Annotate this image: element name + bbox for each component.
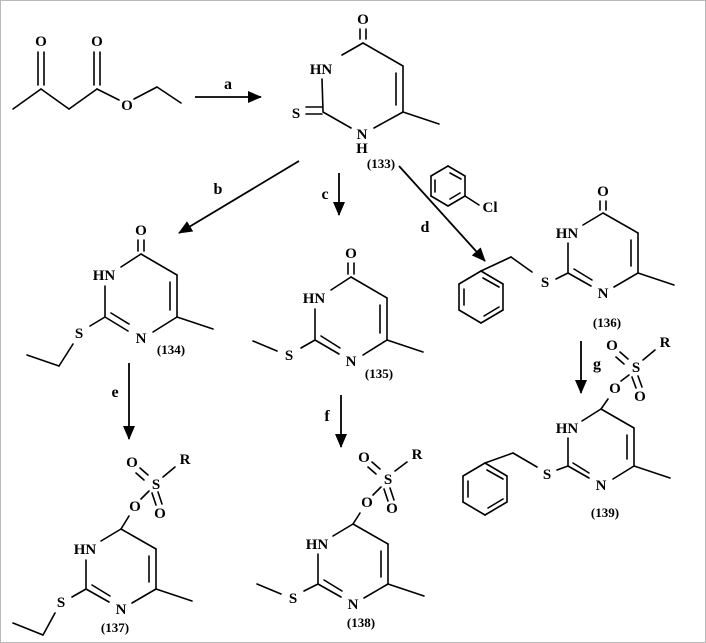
- atom-O: O: [154, 506, 166, 522]
- atom-O: O: [121, 98, 133, 114]
- atom-N: N: [357, 127, 368, 143]
- atom-O: O: [597, 184, 609, 200]
- atom-R: R: [660, 335, 671, 351]
- structure-136: O HN N S (136): [458, 184, 675, 330]
- atom-N: N: [116, 602, 127, 618]
- atom-S: S: [57, 595, 65, 611]
- atom-O: O: [135, 223, 147, 239]
- structure-134: O HN N S (134): [26, 223, 214, 367]
- atom-O: O: [126, 455, 138, 471]
- compound-label-135: (135): [365, 366, 393, 381]
- atom-HN: HN: [556, 226, 579, 242]
- step-label-a: a: [224, 76, 232, 93]
- step-label-d: d: [421, 219, 430, 236]
- structure-138: HN N S O S O O R (138): [256, 447, 425, 630]
- atom-N: N: [136, 331, 147, 347]
- structure-137: HN N S O S O O R (137): [12, 452, 193, 636]
- arrow-d: [398, 165, 486, 262]
- atom-HN: HN: [93, 268, 116, 284]
- structure-137-bonds: [12, 466, 193, 636]
- atom-S: S: [543, 467, 551, 483]
- atom-S: S: [289, 591, 297, 607]
- atom-O: O: [35, 34, 47, 50]
- atom-Cl: Cl: [483, 200, 498, 216]
- step-label-g: g: [593, 356, 601, 373]
- atom-S: S: [152, 477, 160, 493]
- atom-O: O: [91, 34, 103, 50]
- structure-ethyl-acetoacetate-bonds: [12, 51, 182, 110]
- reaction-arrows: a b c d e f g: [111, 76, 601, 448]
- atom-S: S: [541, 275, 549, 291]
- step-label-c: c: [321, 186, 328, 203]
- atom-HN: HN: [310, 62, 333, 78]
- atom-N: N: [348, 597, 359, 613]
- step-label-b: b: [214, 181, 223, 198]
- atom-N: N: [596, 478, 607, 494]
- compound-label-138: (138): [347, 615, 375, 630]
- atom-O: O: [634, 389, 646, 405]
- atom-S: S: [285, 348, 293, 364]
- atom-R: R: [412, 447, 423, 463]
- atom-HN: HN: [556, 421, 579, 437]
- atom-O: O: [357, 12, 369, 28]
- atom-N: N: [598, 286, 609, 302]
- structure-139-bonds: [462, 349, 671, 516]
- atom-H: H: [356, 141, 368, 157]
- atom-O: O: [361, 495, 373, 511]
- atom-N: N: [346, 354, 357, 370]
- compound-label-134: (134): [157, 342, 185, 357]
- arrow-b: [178, 160, 300, 234]
- structure-136-bonds: [458, 200, 675, 324]
- atom-S: S: [292, 106, 300, 122]
- structure-135: O HN N S (135): [252, 246, 424, 381]
- compound-label-136: (136): [593, 315, 621, 330]
- step-label-e: e: [111, 384, 118, 401]
- atom-O: O: [345, 246, 357, 262]
- structure-ethyl-acetoacetate: O O O: [12, 34, 182, 114]
- compound-label-139: (139): [591, 505, 619, 520]
- structure-135-bonds: [252, 262, 424, 356]
- atom-O: O: [606, 338, 618, 354]
- step-label-f: f: [324, 408, 330, 425]
- atom-O: O: [609, 381, 621, 397]
- atom-R: R: [180, 452, 191, 468]
- atom-S: S: [632, 360, 640, 376]
- structure-133-bonds: [305, 28, 440, 129]
- atom-HN: HN: [306, 537, 329, 553]
- compound-label-133: (133): [367, 156, 395, 171]
- atom-HN: HN: [74, 542, 97, 558]
- atom-O: O: [386, 501, 398, 517]
- atom-S: S: [384, 472, 392, 488]
- structure-134-bonds: [26, 239, 214, 367]
- structure-133: O HN S N H (133): [292, 12, 440, 171]
- atom-O: O: [358, 450, 370, 466]
- structure-138-bonds: [256, 461, 425, 599]
- atom-S: S: [75, 326, 83, 342]
- atom-HN: HN: [303, 291, 326, 307]
- structure-benzyl-chloride-bonds: [430, 165, 480, 207]
- atom-O: O: [129, 499, 141, 515]
- structure-139: HN N S O S O O R (139): [462, 335, 671, 520]
- compound-label-137: (137): [101, 620, 129, 635]
- structure-benzyl-chloride: Cl: [430, 165, 498, 216]
